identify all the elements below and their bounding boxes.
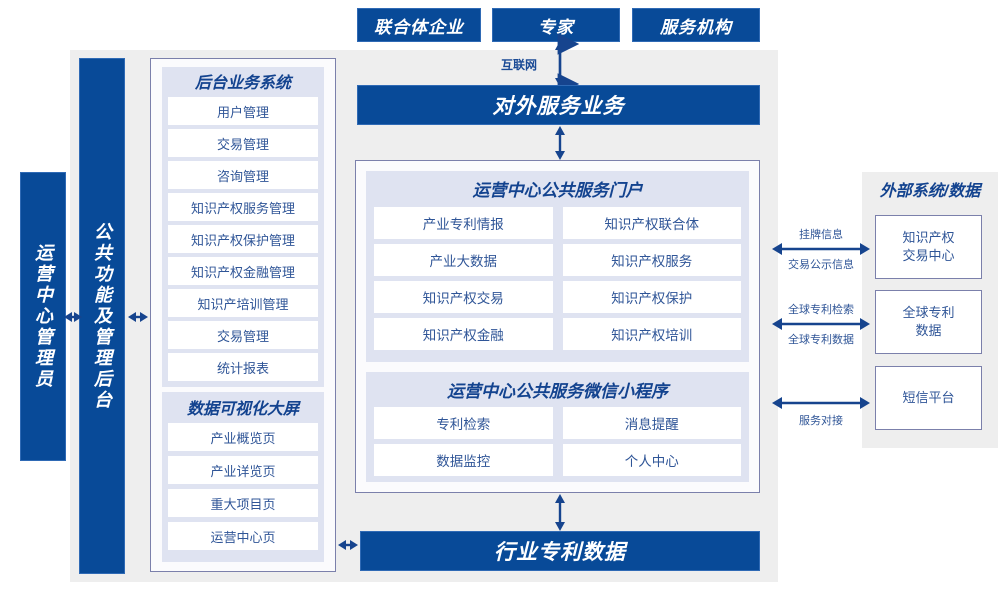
- external-box-label: 全球专利数据: [902, 305, 955, 338]
- grid-item[interactable]: 产业专利情报: [374, 207, 553, 239]
- external-box-label: 短信平台: [902, 390, 955, 406]
- backend-business-group-title: 后台业务系统: [194, 75, 291, 92]
- grid-item-label: 知识产权金融: [422, 328, 504, 343]
- external-connector-arrow-2: [772, 397, 870, 409]
- top-actor-label: 服务机构: [660, 17, 732, 37]
- external-connector-label-1-above: 全球专利检索: [788, 304, 854, 316]
- bottom-data-bar-label: 行业专利数据: [494, 541, 626, 564]
- grid-item-label: 数据监控: [436, 454, 491, 469]
- grid-item[interactable]: 知识产权保护: [562, 281, 741, 313]
- external-service-bar[interactable]: 对外服务业务: [357, 85, 760, 125]
- external-service-bar-label: 对外服务业务: [492, 95, 625, 118]
- grid-item[interactable]: 专利检索: [374, 407, 553, 439]
- grid-item[interactable]: 知识产权金融: [374, 318, 553, 350]
- external-box-1[interactable]: 全球专利数据: [875, 290, 982, 354]
- list-item-label: 运营中心页: [210, 529, 276, 545]
- list-item-label: 统计报表: [216, 360, 269, 376]
- grid-item-label: 产业专利情报: [422, 217, 504, 232]
- grid-item-label: 个人中心: [624, 454, 679, 469]
- external-box-2[interactable]: 短信平台: [875, 366, 982, 430]
- miniprogram-group-title: 运营中心公共服务微信小程序: [447, 382, 668, 401]
- list-item-label: 用户管理: [216, 104, 269, 120]
- top-actor-box-1[interactable]: 专家: [492, 8, 620, 42]
- internet-label: 互联网: [490, 56, 548, 73]
- backend-to-list-arrow: [128, 312, 148, 322]
- grid-item[interactable]: 知识产权交易: [374, 281, 553, 313]
- left-column-common-backend-label: 公共功能及管理后台: [92, 221, 112, 411]
- list-item-label: 知识产权保护管理: [190, 232, 295, 248]
- grid-item-label: 产业大数据: [429, 254, 498, 269]
- external-box-label: 知识产权交易中心: [902, 230, 955, 263]
- left-column-common-backend[interactable]: 公共功能及管理后台: [79, 58, 125, 574]
- grid-item[interactable]: 知识产权服务: [562, 244, 741, 276]
- list-item-label: 知识产权服务管理: [190, 200, 295, 216]
- portal-items: 产业专利情报知识产权联合体产业大数据知识产权服务知识产权交易知识产权保护知识产权…: [374, 207, 741, 350]
- miniprogram-group: 运营中心公共服务微信小程序 专利检索 消息提醒数据监控 个人中心: [366, 372, 749, 482]
- portal-group-title: 运营中心公共服务门户: [472, 181, 643, 200]
- list-item-label: 知识产权金融管理: [190, 264, 295, 280]
- grid-item[interactable]: 个人中心: [562, 444, 741, 476]
- portal-to-data-arrow: [555, 494, 565, 531]
- list-item[interactable]: 交易管理: [168, 321, 318, 349]
- grid-item-label: 专利检索: [436, 417, 491, 432]
- visualization-items: 产业概览页产业详览页重大项目页运营中心页: [168, 423, 318, 550]
- grid-item-label: 知识产权联合体: [604, 217, 700, 232]
- grid-item-label: 知识产权交易: [422, 291, 504, 306]
- list-item-label: 咨询管理: [216, 168, 269, 184]
- left-column-operator[interactable]: 运营中心管理员: [20, 172, 66, 461]
- top-actor-label: 专家: [538, 17, 574, 37]
- portal-group: 运营中心公共服务门户 产业专利情报 知识产权联合体产业大数据 知识产权服务知识产权交…: [366, 171, 749, 362]
- list-item-label: 知识产培训管理: [197, 296, 289, 312]
- grid-item-label: 知识产权服务: [611, 254, 693, 269]
- top-actor-box-2[interactable]: 服务机构: [632, 8, 760, 42]
- external-connector-label-0-below: 交易公示信息: [788, 259, 854, 271]
- external-connector-label-1-below: 全球专利数据: [788, 334, 854, 346]
- list-item[interactable]: 知识产权保护管理: [168, 225, 318, 253]
- viz-to-data-arrow: [338, 540, 358, 550]
- list-item[interactable]: 用户管理: [168, 97, 318, 125]
- miniprogram-items: 专利检索 消息提醒数据监控 个人中心: [374, 407, 741, 476]
- external-connector-label-2-below: 服务对接: [799, 415, 843, 427]
- visualization-group-title: 数据可视化大屏: [186, 401, 299, 418]
- visualization-group: 数据可视化大屏 产业概览页产业详览页重大项目页运营中心页: [162, 392, 324, 562]
- external-systems-title: 外部系统/数据: [879, 183, 981, 200]
- list-item[interactable]: 重大项目页: [168, 489, 318, 517]
- grid-item-label: 知识产权培训: [611, 328, 693, 343]
- list-item-label: 产业详览页: [210, 463, 276, 479]
- internet-label-text: 互联网: [500, 58, 537, 72]
- external-connector-arrow-1: [772, 318, 870, 330]
- list-item[interactable]: 知识产权服务管理: [168, 193, 318, 221]
- bottom-data-bar[interactable]: 行业专利数据: [360, 531, 760, 571]
- top-actor-label: 联合体企业: [374, 17, 464, 37]
- backend-business-group: 后台业务系统 用户管理交易管理咨询管理知识产权服务管理知识产权保护管理知识产权金…: [162, 67, 324, 387]
- operator-to-backend-arrow: [64, 312, 82, 322]
- list-item-label: 产业概览页: [210, 430, 276, 446]
- grid-item[interactable]: 知识产权联合体: [562, 207, 741, 239]
- list-item[interactable]: 运营中心页: [168, 522, 318, 550]
- list-item[interactable]: 统计报表: [168, 353, 318, 381]
- list-item-label: 交易管理: [216, 328, 269, 344]
- external-connector-label-0-above: 挂牌信息: [799, 229, 843, 241]
- grid-item-label: 知识产权保护: [611, 291, 693, 306]
- grid-item[interactable]: 知识产权培训: [562, 318, 741, 350]
- grid-item[interactable]: 消息提醒: [562, 407, 741, 439]
- list-item[interactable]: 知识产权金融管理: [168, 257, 318, 285]
- list-item[interactable]: 知识产培训管理: [168, 289, 318, 317]
- backend-business-items: 用户管理交易管理咨询管理知识产权服务管理知识产权保护管理知识产权金融管理知识产培…: [168, 97, 318, 381]
- grid-item-label: 消息提醒: [624, 417, 679, 432]
- list-item[interactable]: 产业详览页: [168, 456, 318, 484]
- list-item-label: 重大项目页: [210, 496, 276, 512]
- list-item[interactable]: 咨询管理: [168, 161, 318, 189]
- grid-item[interactable]: 产业大数据: [374, 244, 553, 276]
- left-column-operator-label: 运营中心管理员: [33, 243, 53, 390]
- list-item[interactable]: 产业概览页: [168, 423, 318, 451]
- list-item[interactable]: 交易管理: [168, 129, 318, 157]
- top-actor-box-0[interactable]: 联合体企业: [357, 8, 481, 42]
- service-to-portal-arrow: [555, 126, 565, 160]
- external-connector-arrow-0: [772, 243, 870, 255]
- list-item-label: 交易管理: [216, 136, 269, 152]
- grid-item[interactable]: 数据监控: [374, 444, 553, 476]
- external-box-0[interactable]: 知识产权交易中心: [875, 215, 982, 279]
- internet-connector-arrow: [555, 33, 580, 95]
